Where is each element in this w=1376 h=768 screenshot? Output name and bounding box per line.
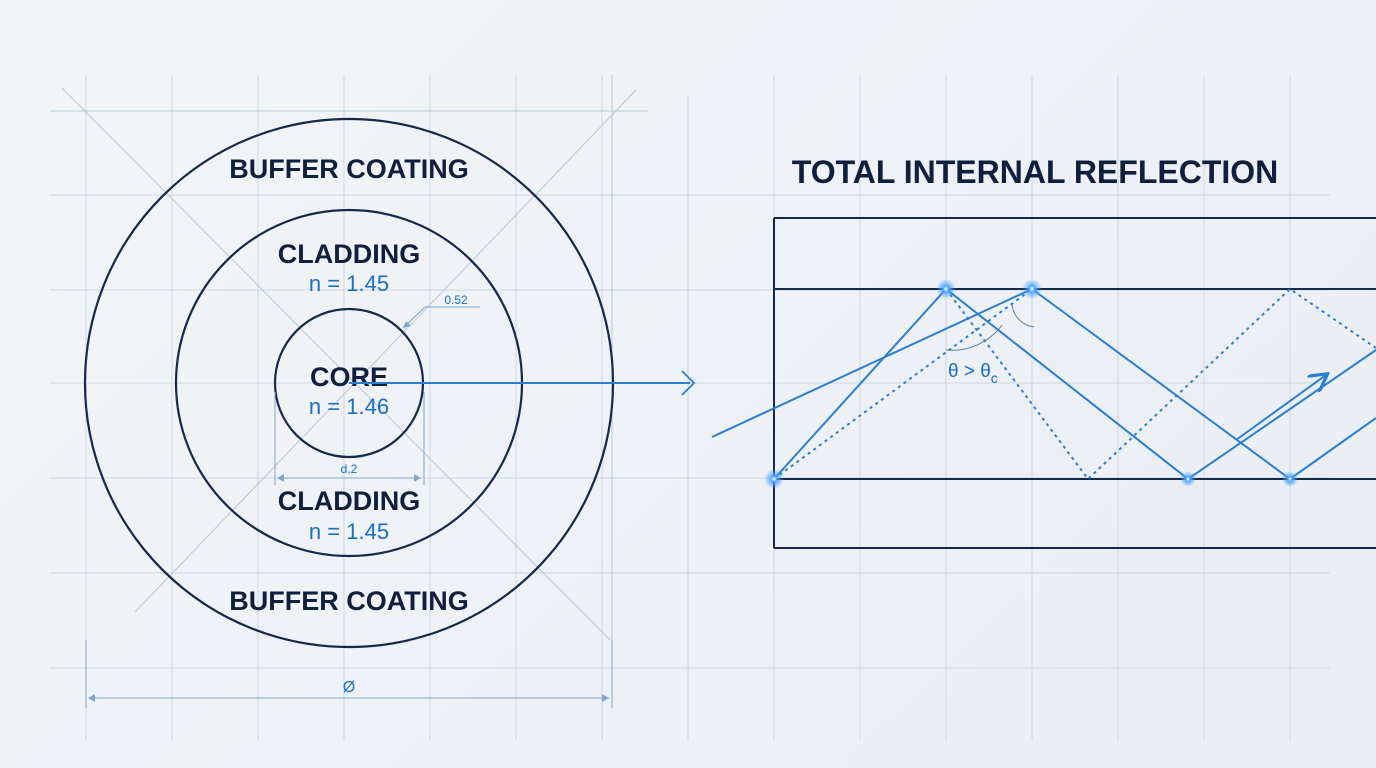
cladding-bottom-label: CLADDING: [278, 486, 421, 516]
buffer-coating-bottom-label: BUFFER COATING: [229, 586, 468, 616]
core-label: CORE: [310, 362, 388, 392]
cladding-top-index: n = 1.45: [309, 271, 389, 296]
reflection-point-glow: [1180, 471, 1196, 487]
dotted-ray: [773, 288, 1033, 480]
critical-angle-label: θ > θc: [948, 361, 998, 386]
reflection-point-glow: [1022, 279, 1042, 299]
reflection-point-glow: [764, 469, 784, 489]
reflected-ray-b: [711, 287, 1376, 481]
cladding-bottom-index: n = 1.45: [309, 519, 389, 544]
reflection-point-glow: [1282, 471, 1298, 487]
core-index: n = 1.46: [309, 394, 389, 419]
tir-title: TOTAL INTERNAL REFLECTION: [792, 154, 1279, 190]
cladding-top-label: CLADDING: [278, 239, 421, 269]
reflected-ray-a: [773, 287, 1376, 481]
outer-dimension-line: [85, 640, 613, 708]
angle-arc-reflected: [1011, 302, 1035, 328]
callout-leader: [402, 306, 480, 329]
core-dimension-line: [274, 392, 425, 485]
angle-arc-incident: [945, 324, 1003, 351]
fiber-cross-section: BUFFER COATING CLADDING n = 1.45 CORE n …: [83, 117, 615, 708]
callout-value: 0.52: [444, 293, 468, 307]
buffer-coating-top-label: BUFFER COATING: [229, 154, 468, 184]
propagation-arrow: [1235, 375, 1326, 441]
reflection-point-glow: [936, 279, 956, 299]
outer-dimension-label: Ø: [343, 679, 355, 696]
connector-arrow: [349, 370, 696, 396]
core-dimension-label: d.2: [341, 462, 358, 476]
tir-panel: TOTAL INTERNAL REFLECTION θ > θc: [711, 154, 1376, 549]
